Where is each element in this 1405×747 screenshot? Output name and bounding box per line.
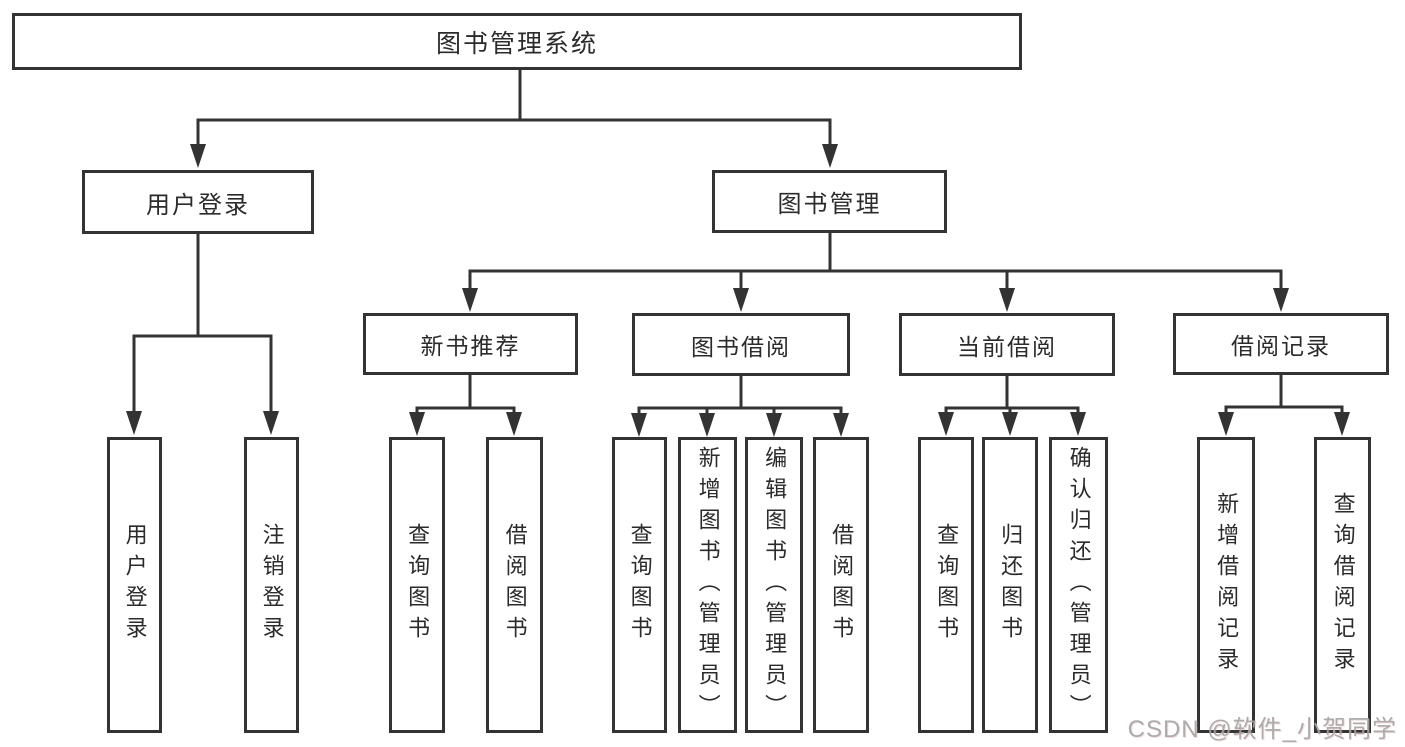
node-label: 查询图书 bbox=[934, 523, 960, 647]
node-label: 借阅图书 bbox=[502, 523, 528, 647]
node-label: 图书管理系统 bbox=[435, 29, 598, 58]
node-label: 图书管理 bbox=[777, 191, 882, 218]
node-label: 当前借阅 bbox=[957, 333, 1057, 360]
node-label: 新书推荐 bbox=[420, 333, 521, 359]
node-label: 查询借阅记录 bbox=[1330, 492, 1356, 678]
node-label: 查询图书 bbox=[627, 523, 653, 647]
node-label: 借阅记录 bbox=[1231, 333, 1331, 359]
leaf-query-borrow-record: 查询借阅记录 bbox=[1314, 437, 1371, 733]
node-label: 用户登录 bbox=[146, 191, 250, 219]
node-label: 查询图书 bbox=[405, 523, 431, 647]
leaf-query-books-recommend: 查询图书 bbox=[389, 437, 445, 733]
leaf-query-books: 查询图书 bbox=[612, 437, 667, 733]
leaf-borrow-books: 借阅图书 bbox=[813, 437, 869, 733]
node-label: 新增图书（管理员） bbox=[695, 445, 721, 725]
node-book-management: 图书管理 bbox=[712, 170, 947, 233]
node-label: 图书借阅 bbox=[691, 333, 791, 360]
leaf-user-login: 用户登录 bbox=[107, 437, 162, 733]
arrowhead-icons bbox=[126, 144, 1350, 437]
leaf-return-books: 归还图书 bbox=[982, 437, 1038, 733]
leaf-add-books-admin: 新增图书（管理员） bbox=[678, 437, 737, 733]
node-new-book-recommend: 新书推荐 bbox=[363, 313, 578, 375]
node-book-borrow: 图书借阅 bbox=[632, 313, 850, 376]
node-borrow-records: 借阅记录 bbox=[1173, 313, 1389, 375]
leaf-logout: 注销登录 bbox=[244, 437, 299, 733]
node-root-system: 图书管理系统 bbox=[12, 13, 1022, 70]
node-label: 编辑图书（管理员） bbox=[762, 445, 788, 725]
leaf-query-books-current: 查询图书 bbox=[918, 437, 974, 733]
node-label: 借阅图书 bbox=[829, 523, 855, 647]
leaf-add-borrow-record: 新增借阅记录 bbox=[1197, 437, 1255, 733]
node-label: 用户登录 bbox=[122, 523, 148, 647]
node-user-login: 用户登录 bbox=[82, 170, 314, 234]
node-current-borrow: 当前借阅 bbox=[899, 313, 1115, 376]
node-label: 注销登录 bbox=[259, 523, 285, 647]
node-label: 归还图书 bbox=[998, 523, 1024, 647]
node-label: 新增借阅记录 bbox=[1214, 492, 1240, 678]
node-label: 确认归还（管理员） bbox=[1066, 445, 1092, 725]
leaf-borrow-books-recommend: 借阅图书 bbox=[486, 437, 543, 733]
leaf-confirm-return-admin: 确认归还（管理员） bbox=[1049, 437, 1108, 733]
leaf-edit-books-admin: 编辑图书（管理员） bbox=[745, 437, 803, 733]
